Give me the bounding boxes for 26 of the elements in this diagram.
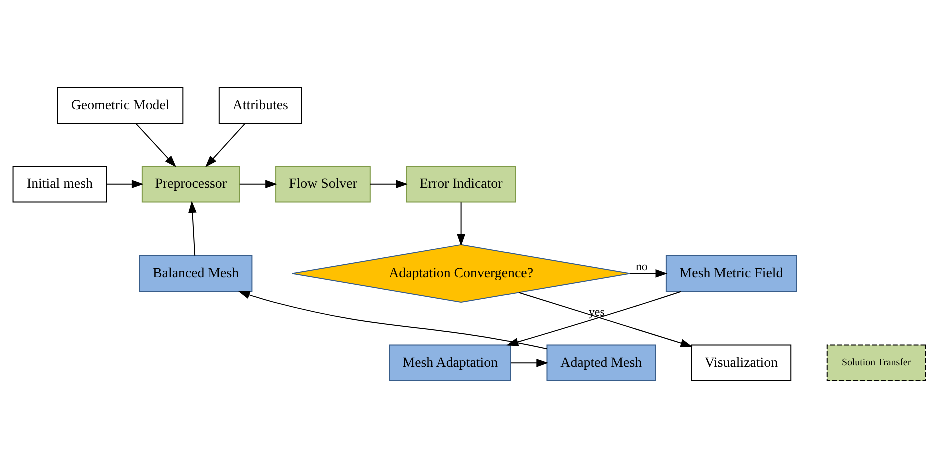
node-box: Flow Solver <box>276 165 371 202</box>
node-box: Mesh Metric Field <box>666 254 798 292</box>
node-box: Attributes <box>218 86 302 124</box>
node-box: Error Indicator <box>406 165 516 202</box>
node-box: Adapted Mesh <box>546 344 656 382</box>
node-box: Initial mesh <box>12 165 108 202</box>
node-diamond: Adaptation Convergence? <box>292 244 631 303</box>
edge-label: no <box>636 258 648 273</box>
arrow <box>630 269 668 278</box>
arrow <box>205 122 246 168</box>
arrow <box>238 290 548 350</box>
node-box: Preprocessor <box>142 165 240 202</box>
node-box: Geometric Model <box>57 86 184 124</box>
arrow <box>239 180 278 188</box>
arrow <box>136 122 177 168</box>
node-box: Visualization <box>691 344 792 382</box>
arrow <box>188 200 197 256</box>
arrow <box>457 202 466 246</box>
arrow <box>510 358 549 367</box>
node-box: Mesh Adaptation <box>389 344 512 382</box>
arrow <box>370 180 408 188</box>
arrow <box>106 180 144 188</box>
arrow <box>518 292 693 347</box>
edge-label: yes <box>588 304 605 319</box>
node-box: Solution Transfer <box>826 344 926 382</box>
node-box: Balanced Mesh <box>139 254 253 292</box>
